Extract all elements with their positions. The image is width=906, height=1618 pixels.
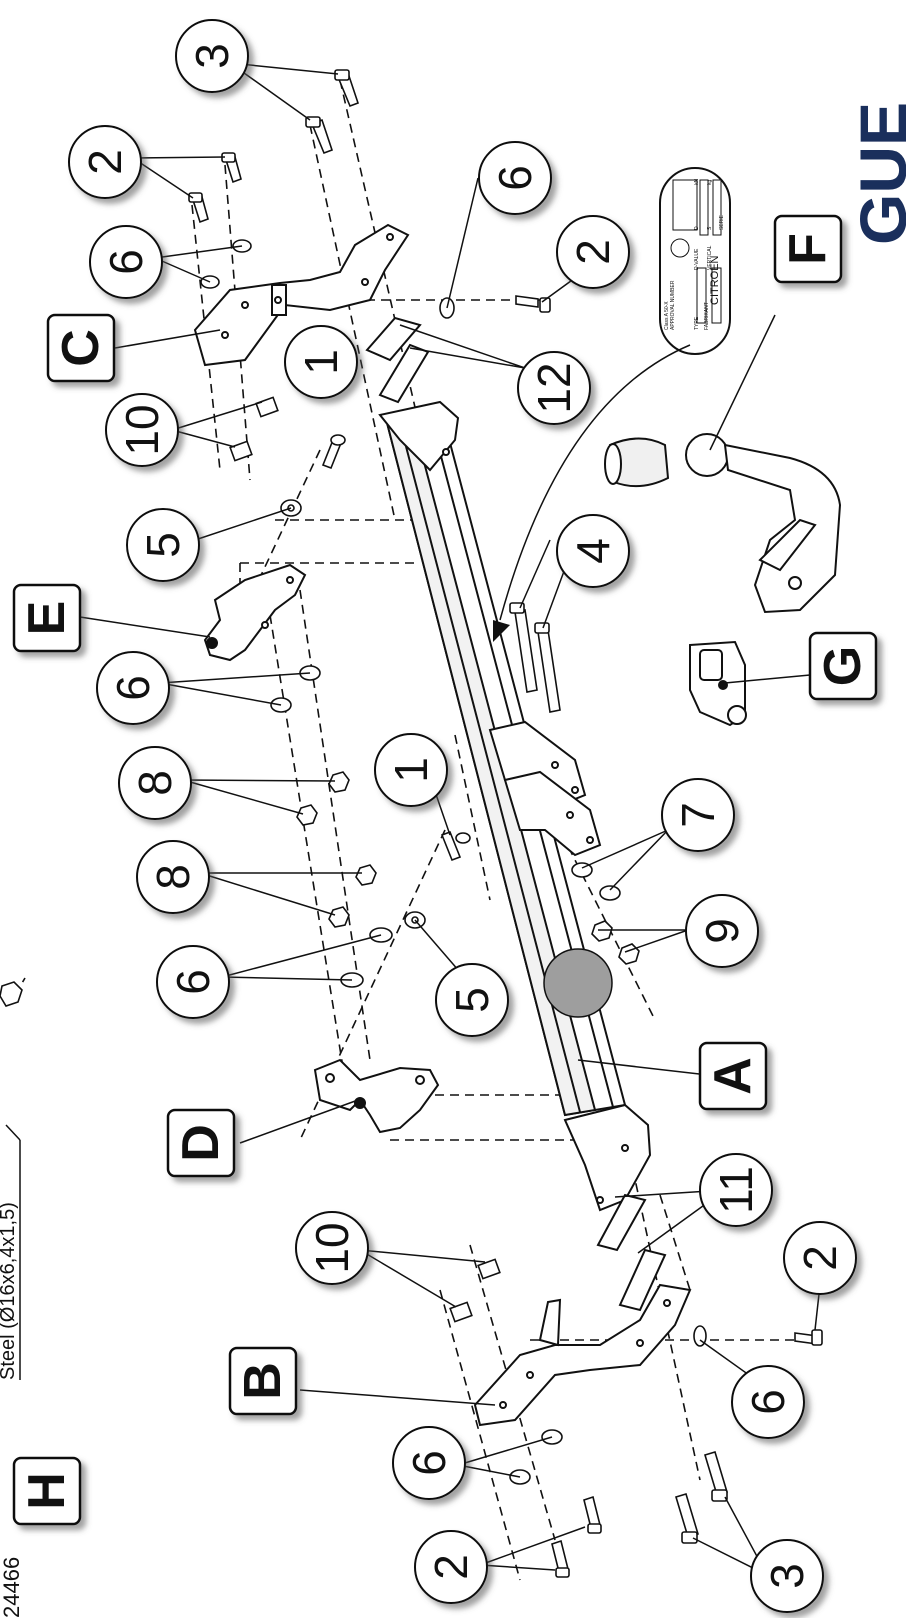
arrow-head — [493, 620, 510, 642]
label-B: B — [234, 1362, 292, 1400]
cross-bar-marker — [543, 948, 613, 1018]
callout-6-bottom-left: 6 — [403, 1450, 455, 1476]
number-callouts — [68, 19, 857, 1613]
document-number: 24466 — [0, 1557, 24, 1618]
label-D: D — [172, 1124, 230, 1162]
brand-fragment: GUE — [846, 102, 906, 245]
plate-brand: CITROEN — [709, 255, 721, 305]
callout-10-bottom: 10 — [306, 1222, 358, 1273]
callout-12: 12 — [528, 362, 580, 413]
callout-7: 7 — [672, 802, 724, 828]
plate-d-value: D-VALUE — [694, 248, 700, 270]
label-E: E — [18, 601, 76, 636]
callout-6-upper-right: 6 — [489, 165, 541, 191]
callout-2-bottom-right: 2 — [794, 1245, 846, 1271]
plate-kg: kg — [707, 180, 713, 186]
bracket-C — [193, 223, 410, 367]
callout-6-lower: 6 — [167, 969, 219, 995]
callout-9: 9 — [696, 918, 748, 944]
fasteners — [0, 69, 823, 1578]
plate-d: D — [694, 226, 700, 230]
plate-kn: kN — [694, 179, 700, 186]
callout-6-mid: 6 — [107, 675, 159, 701]
label-A: A — [704, 1057, 762, 1095]
callout-8-top: 8 — [129, 770, 181, 796]
label-G: G — [814, 646, 872, 686]
callout-1-mid: 1 — [385, 757, 437, 783]
cross-bar-A — [378, 400, 652, 1212]
callout-10-top: 10 — [116, 404, 168, 455]
plate-s: S — [707, 226, 713, 230]
side-note: Steel (Ø16x6,4x1,5) — [0, 1202, 19, 1380]
socket-bracket-G — [689, 640, 747, 727]
callout-2-bottom-left: 2 — [425, 1554, 477, 1580]
letter-callouts — [12, 214, 878, 1526]
label-C: C — [52, 329, 110, 367]
callout-6-bottom-right: 6 — [742, 1389, 794, 1415]
plate-approval: APPROVAL NUMBER — [670, 280, 676, 330]
plate-vertical: VERTICAL — [707, 245, 713, 270]
identification-plate: Class A 50-X APPROVAL NUMBER TYPE FABRIK… — [659, 167, 731, 355]
callout-6-top: 6 — [100, 249, 152, 275]
spacer-plates — [365, 316, 667, 1312]
plate-class: Class A 50-X — [664, 301, 670, 330]
plate-serie: SERIE — [719, 214, 725, 230]
plate-type: TYPE — [694, 316, 700, 330]
callout-3-bottom: 3 — [761, 1563, 813, 1589]
tow-ball-F — [604, 433, 842, 614]
bracket-B — [473, 1283, 692, 1427]
bracket-E — [203, 563, 307, 662]
label-F: F — [779, 233, 837, 265]
callout-5-top: 5 — [137, 532, 189, 558]
callout-11: 11 — [710, 1166, 762, 1214]
callout-5-mid: 5 — [446, 987, 498, 1013]
callout-2-top: 2 — [79, 149, 131, 175]
callout-4: 4 — [567, 538, 619, 564]
leader-lines — [79, 62, 821, 1576]
label-H: H — [18, 1472, 76, 1510]
side-note-pointer — [5, 1124, 21, 1141]
bracket-D — [313, 1058, 440, 1134]
callout-8-bottom: 8 — [147, 864, 199, 890]
callout-1-top: 1 — [295, 349, 347, 375]
callout-3-top: 3 — [186, 43, 238, 69]
plate-fabrikant: FABRIKANT — [704, 302, 710, 330]
callout-2-upper-right: 2 — [567, 239, 619, 265]
